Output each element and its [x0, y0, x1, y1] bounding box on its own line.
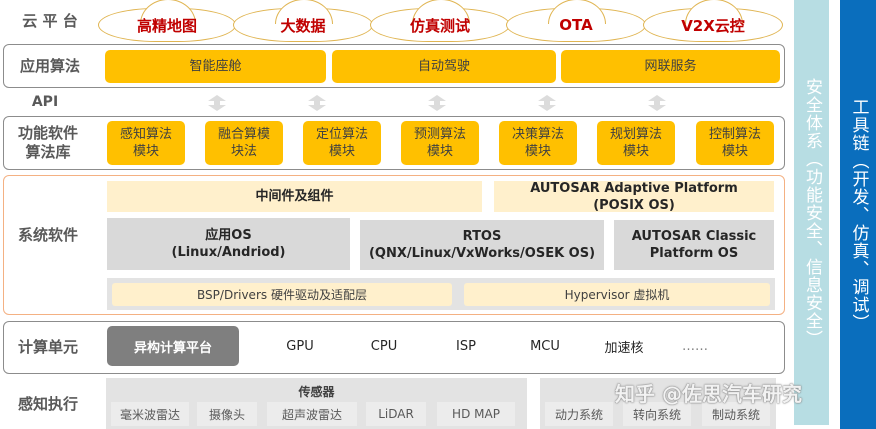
func-module: 感知算法模块 [107, 121, 185, 165]
func-module: 控制算法模块 [696, 121, 774, 165]
chip-more: …… [682, 338, 708, 354]
api-arrow-icon [428, 95, 446, 111]
middleware-box: 中间件及组件 [107, 181, 482, 212]
cloud-hd-map: 高精地图 [98, 0, 236, 42]
cloud-label: 大数据 [280, 16, 326, 35]
row-label-sense: 感知执行 [17, 395, 78, 413]
toolchain-bar: 工具链（开发、仿真、调试） [840, 0, 876, 429]
sensor-radar: 毫米波雷达 [111, 402, 189, 426]
func-module: 决策算法模块 [499, 121, 577, 165]
cloud-label: 仿真测试 [409, 16, 470, 35]
heterogeneous-platform: 异构计算平台 [107, 326, 239, 366]
chip-isp: ISP [456, 338, 476, 354]
actuator-steering: 转向系统 [623, 402, 691, 426]
row-label-cloud: 云 平 台 [22, 11, 78, 30]
autosar-adaptive-box: AUTOSAR Adaptive Platform(POSIX OS) [494, 181, 774, 213]
chip-cpu: CPU [370, 338, 398, 354]
app-smart-cockpit: 智能座舱 [105, 50, 326, 83]
app-connected-services: 网联服务 [561, 50, 780, 83]
row-label-line: 算法库 [25, 143, 71, 161]
api-arrow-icon [208, 95, 226, 111]
cloud-big-data: 大数据 [233, 0, 373, 42]
hypervisor-box: Hypervisor 虚拟机 [464, 283, 770, 306]
cloud-simulation: 仿真测试 [370, 0, 510, 42]
actuator-braking: 制动系统 [702, 402, 770, 426]
cloud-label: OTA [559, 16, 593, 34]
bsp-drivers-box: BSP/Drivers 硬件驱动及适配层 [112, 283, 452, 306]
cloud-ota: OTA [506, 0, 646, 42]
chip-gpu: GPU [286, 338, 314, 354]
app-os-box: 应用OS(Linux/Andriod) [107, 218, 350, 270]
row-label-system: 系统软件 [17, 225, 78, 244]
watermark: 知乎 @佐思汽车研究 [615, 382, 802, 406]
row-label-api: API [31, 93, 59, 110]
sensor-camera: 摄像头 [197, 402, 257, 426]
cloud-label: V2X云控 [681, 16, 745, 35]
row-label-line: 功能软件 [17, 124, 78, 142]
api-arrow-icon [648, 95, 666, 111]
func-module: 定位算法模块 [303, 121, 381, 165]
cloud-v2x: V2X云控 [643, 0, 783, 42]
api-arrow-icon [308, 95, 326, 111]
row-label-compute: 计算单元 [17, 338, 78, 356]
api-arrow-icon [538, 95, 556, 111]
app-autonomous-driving: 自动驾驶 [332, 50, 556, 83]
security-system-bar: 安全体系（功能安全、信息安全） [794, 0, 829, 425]
sensor-ultrasonic: 超声波雷达 [267, 402, 357, 426]
actuator-powertrain: 动力系统 [545, 402, 613, 426]
chip-mcu: MCU [530, 338, 560, 354]
func-module: 规划算法模块 [597, 121, 675, 165]
sensor-title: 传感器 [298, 384, 335, 399]
func-module: 预测算法模块 [401, 121, 479, 165]
cloud-label: 高精地图 [136, 16, 197, 35]
sensor-lidar: LiDAR [366, 402, 426, 426]
sensor-hd-map: HD MAP [437, 402, 515, 426]
row-label-app: 应用算法 [19, 56, 80, 75]
row-label-func: 功能软件 算法库 [0, 116, 96, 170]
func-module: 融合算模块法 [205, 121, 283, 165]
chip-accelerator: 加速核 [604, 340, 644, 356]
rtos-box: RTOS(QNX/Linux/VxWorks/OSEK OS) [360, 220, 604, 270]
